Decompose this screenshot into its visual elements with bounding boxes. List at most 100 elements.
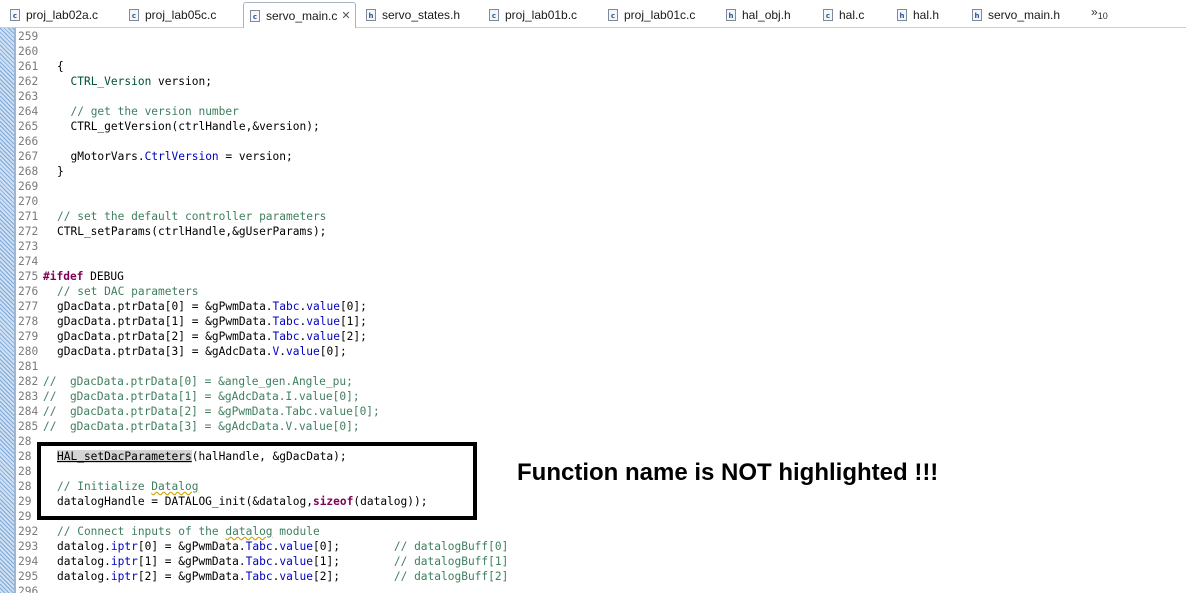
comment-text: // gDacData.ptrData[1] = &gAdcData.I.val… [43,390,360,403]
line-number: 29 [18,495,32,508]
code-line: 259 [18,29,43,44]
line-number: 275 [18,270,39,283]
tab-hal-c[interactable]: c hal.c [823,4,864,26]
line-number: 28 [18,480,32,493]
annotation-text: Function name is NOT highlighted !!! [517,459,939,486]
tab-hal-obj-h[interactable]: h hal_obj.h [726,4,791,26]
keyword-token: sizeof [312,495,354,508]
code-line: 272 CTRL_setParams(ctrlHandle,&gUserParam… [18,224,326,239]
line-number: 277 [18,300,39,313]
code-line: 285 // gDacData.ptrData[3] = &gAdcData.V.… [18,419,360,434]
line-number: 272 [18,225,39,238]
code-line: 282 // gDacData.ptrData[0] = &angle_gen.A… [18,374,353,389]
tab-proj-lab01b-c[interactable]: c proj_lab01b.c [489,4,577,26]
c-file-icon: c [250,9,260,22]
code-line: 296 [18,584,43,593]
line-number: 29 [18,510,32,523]
line-number: 260 [18,45,39,58]
close-icon[interactable]: ✕ [341,10,351,22]
code-line: 266 [18,134,43,149]
code-line: 267 gMotorVars.CtrlVersion = version; [18,150,293,163]
code-text: CTRL_getVersion(ctrlHandle,&version); [70,120,320,133]
line-number: 285 [18,420,39,433]
comment-text: // set DAC parameters [57,285,199,298]
h-file-icon: h [897,9,907,21]
line-number: 259 [18,30,39,43]
code-line: 274 [18,254,43,269]
line-number: 270 [18,195,39,208]
code-line: 28 [18,434,43,449]
line-number: 266 [18,135,39,148]
line-number: 267 [18,150,39,163]
line-number: 273 [18,240,39,253]
spelling-warning-token: Datalog [151,480,199,493]
code-line: 29 [18,509,43,524]
tab-proj-lab02a-c[interactable]: c proj_lab02a.c [10,4,98,26]
c-file-icon: c [10,9,20,21]
code-line: 276 // set DAC parameters [18,284,198,299]
tab-label: servo_states.h [382,8,461,22]
code-editor[interactable]: 259 260 261 { 262 CTRL_Version version; 2… [0,28,1186,593]
tab-label: hal.c [839,8,865,22]
line-number: 28 [18,435,32,448]
comment-text: // datalogBuff[1] [393,555,509,568]
tab-servo-main-h[interactable]: h servo_main.h [972,4,1060,26]
line-number: 280 [18,345,39,358]
spelling-warning-token: datalog [225,525,273,538]
line-number: 274 [18,255,39,268]
line-number: 264 [18,105,39,118]
code-line: 260 [18,44,43,59]
tab-servo-states-h[interactable]: h servo_states.h [366,4,460,26]
tab-label: servo_main.c [266,8,338,23]
preprocessor-keyword: #ifdef [43,270,84,283]
comment-text: // gDacData.ptrData[0] = &angle_gen.Angl… [43,375,353,388]
code-line: 269 [18,179,43,194]
tab-hal-h[interactable]: h hal.h [897,4,939,26]
line-number: 262 [18,75,39,88]
tab-proj-lab05c-c[interactable]: c proj_lab05c.c [129,4,216,26]
tab-servo-main-c[interactable]: c servo_main.c ✕ [243,2,356,28]
c-file-icon: c [489,9,499,21]
line-number: 293 [18,540,39,553]
code-line: 273 [18,239,43,254]
code-text-area[interactable]: 259 260 261 { 262 CTRL_Version version; 2… [18,28,1186,593]
code-line: 265 CTRL_getVersion(ctrlHandle,&version)… [18,119,320,134]
line-number: 282 [18,375,39,388]
tab-overflow-button[interactable]: »10 [1091,5,1108,21]
code-line: 261 { [18,59,64,74]
double-chevron-right-icon: » [1091,5,1098,19]
code-line: 270 [18,194,43,209]
function-call-token[interactable]: HAL_setDacParameters [57,450,192,463]
line-number: 284 [18,405,39,418]
comment-text: // gDacData.ptrData[2] = &gPwmData.Tabc.… [43,405,380,418]
line-number: 265 [18,120,39,133]
tab-proj-lab01c-c[interactable]: c proj_lab01c.c [608,4,695,26]
line-number: 295 [18,570,39,583]
type-token: CTRL_Version [70,75,152,88]
line-number: 261 [18,60,39,73]
tab-label: proj_lab01c.c [624,8,696,22]
code-line: 262 CTRL_Version version; [18,75,212,88]
line-number: 294 [18,555,39,568]
code-text: CTRL_setParams(ctrlHandle,&gUserParams); [57,225,327,238]
tab-label: servo_main.h [988,8,1061,22]
tab-label: hal_obj.h [742,8,791,22]
code-line: 281 [18,359,43,374]
code-line: 28// Initialize Datalog [18,480,199,493]
comment-text: // get the version number [70,105,239,118]
comment-text: // gDacData.ptrData[3] = &gAdcData.V.val… [43,420,360,433]
code-text: { [57,60,64,73]
c-file-icon: c [823,9,833,21]
field-token: CtrlVersion [144,150,219,163]
line-number: 276 [18,285,39,298]
line-number: 292 [18,525,39,538]
code-line: 28 [18,464,43,479]
h-file-icon: h [726,9,736,21]
editor-tab-bar: c proj_lab02a.c c proj_lab05c.c c servo_… [0,0,1186,28]
tab-label: proj_lab02a.c [26,8,99,22]
